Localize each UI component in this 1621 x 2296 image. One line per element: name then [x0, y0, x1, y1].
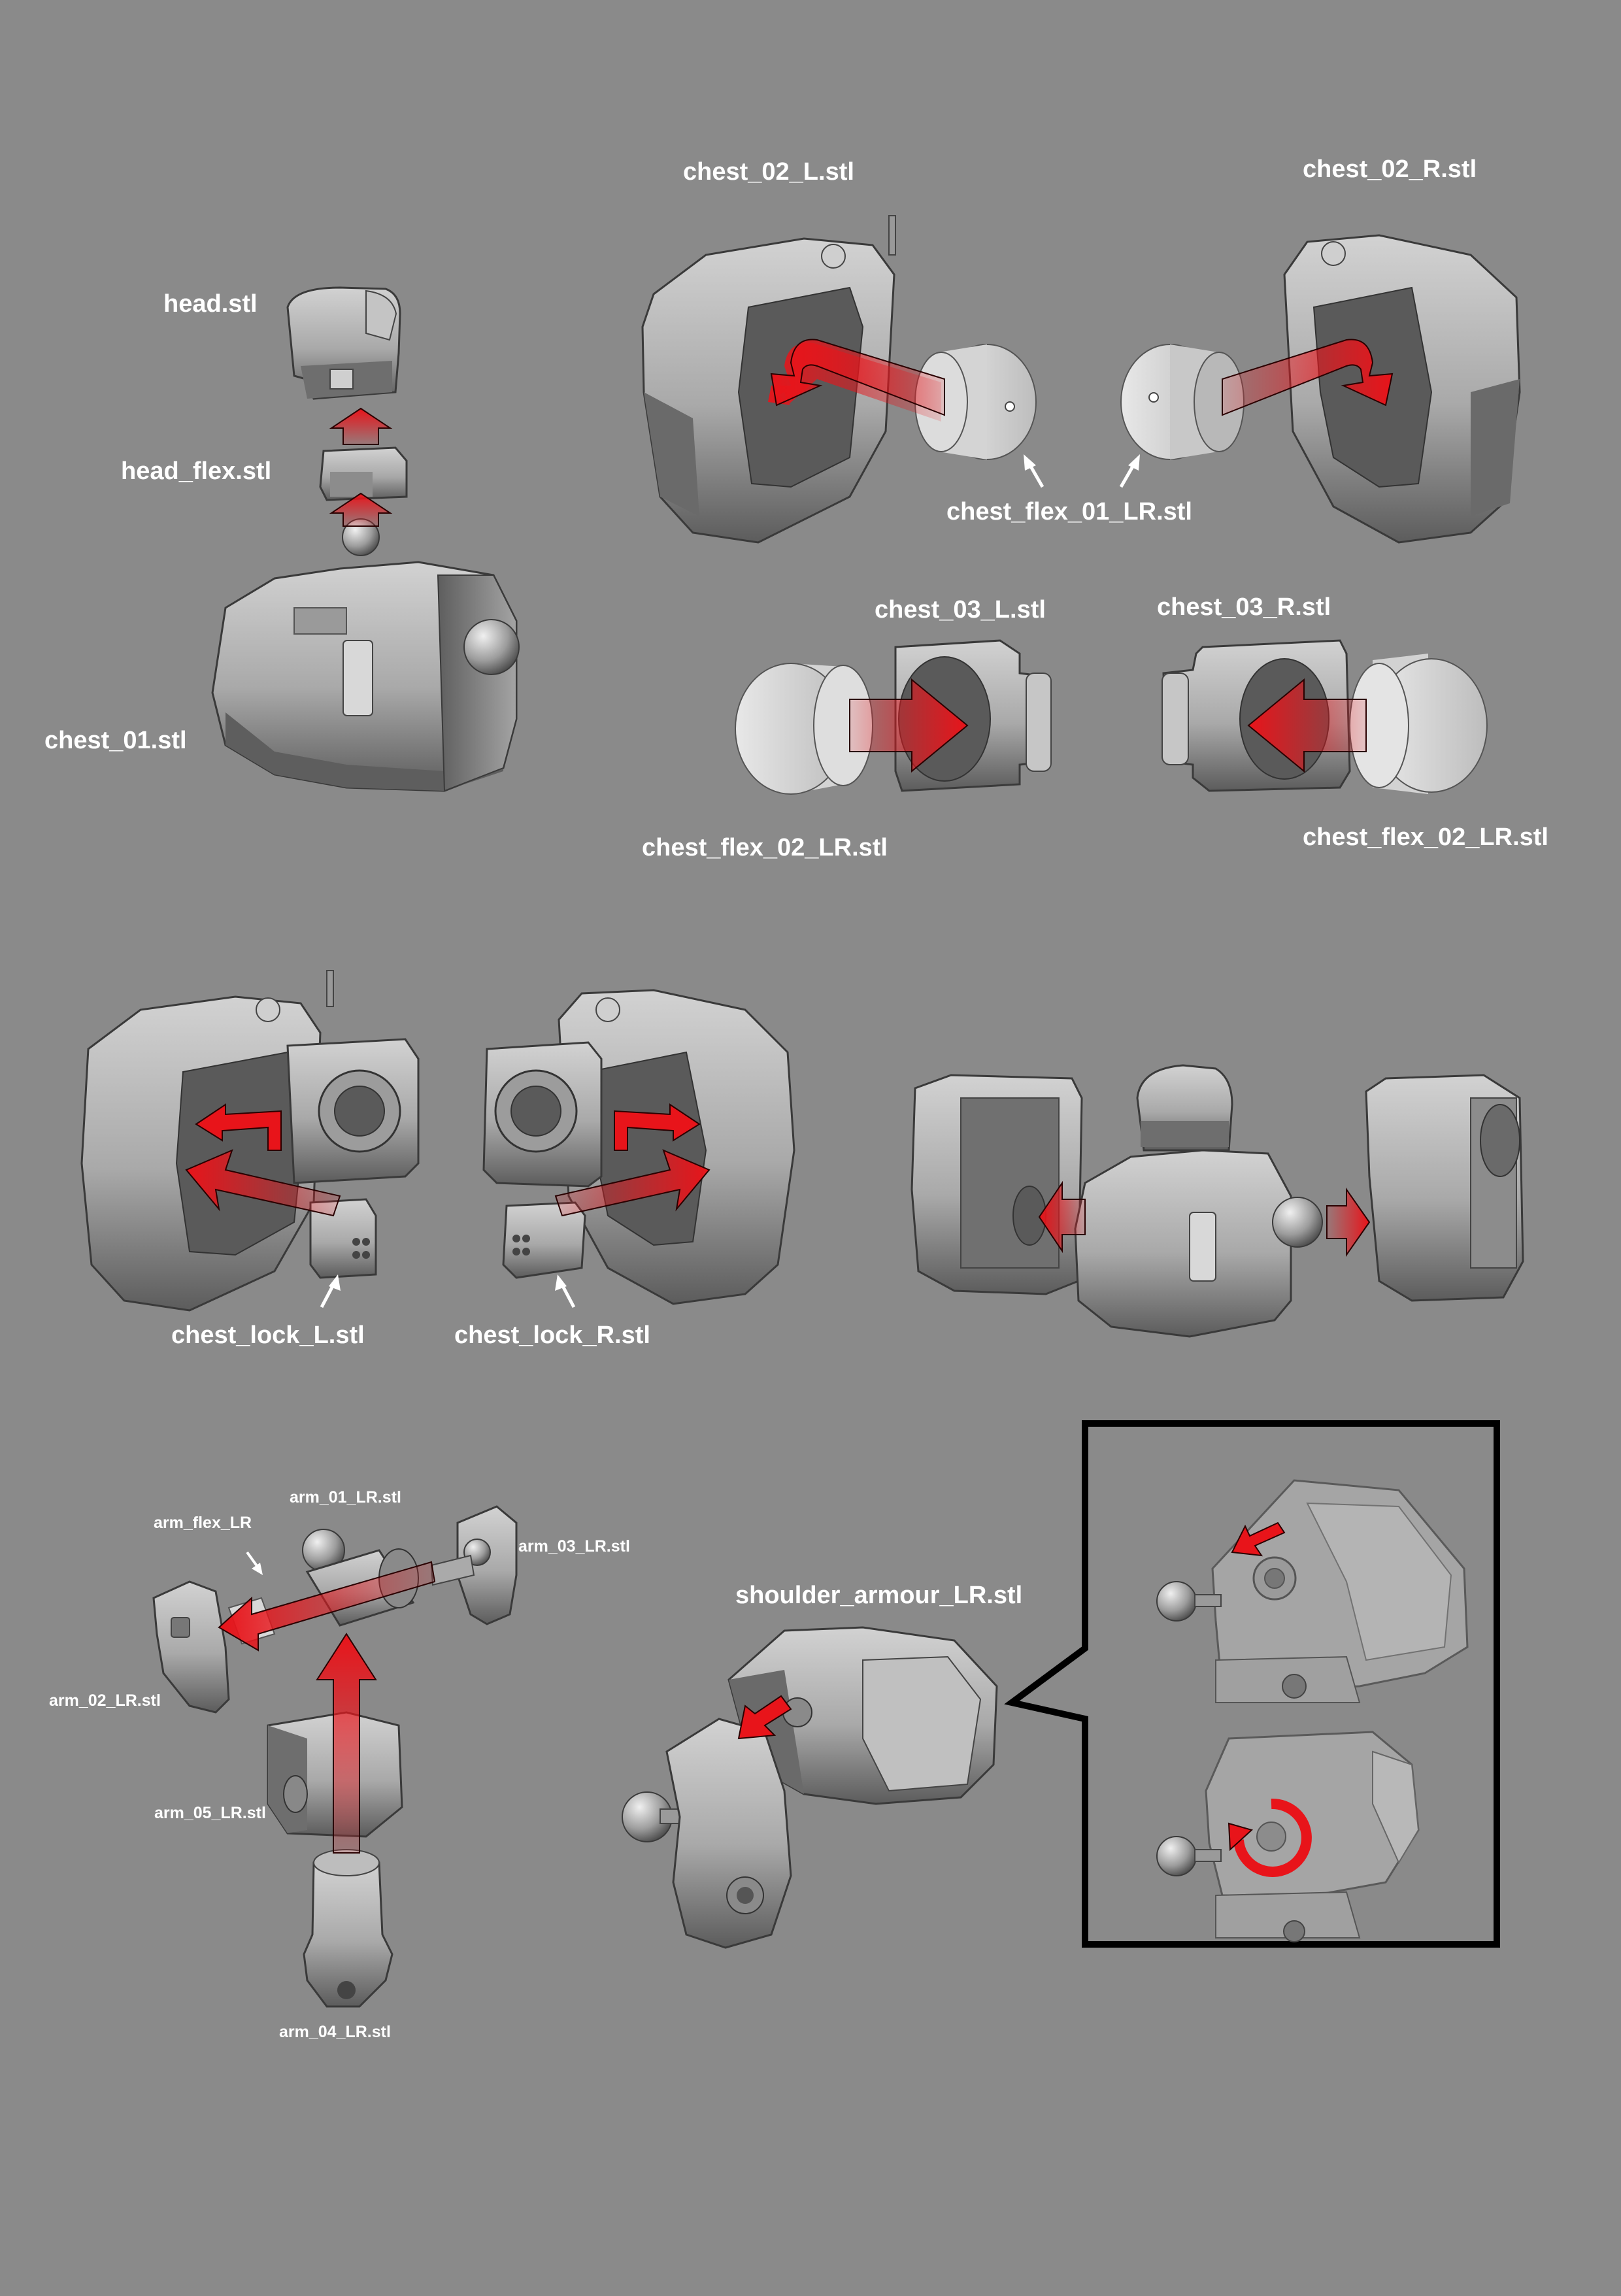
head-part — [286, 286, 401, 400]
chest-flex-01-R-disc — [1120, 344, 1245, 460]
label-chest-lock-L: chest_lock_L.stl — [171, 1322, 365, 1349]
chest-flex-02-R-disc — [1349, 654, 1488, 794]
arrow-assemble-left — [1038, 1180, 1086, 1254]
label-chest-03-R: chest_03_R.stl — [1157, 593, 1331, 621]
pointer-arm-flex — [246, 1551, 263, 1575]
side-chest-R-part — [1365, 1074, 1524, 1302]
arm-05-part — [267, 1711, 403, 1838]
label-head: head.stl — [163, 290, 258, 318]
callout-detail-bottom — [1156, 1731, 1420, 1942]
assembled-chest-part — [1074, 1064, 1323, 1338]
callout-rotate-arrow — [1228, 1798, 1312, 1877]
label-chest-flex-01: chest_flex_01_LR.stl — [946, 498, 1192, 525]
arrow-shoulder-armour — [737, 1695, 792, 1740]
chest-01-part — [211, 518, 520, 792]
label-chest-lock-R: chest_lock_R.stl — [454, 1322, 650, 1349]
head-flex-part — [319, 446, 408, 501]
pointer-flex-01-left — [1024, 454, 1044, 488]
label-shoulder-armour: shoulder_armour_LR.stl — [735, 1582, 1023, 1609]
label-arm-01: arm_01_LR.stl — [290, 1488, 401, 1506]
chest-R-with-lock-part — [482, 989, 795, 1305]
chest-L-with-lock-part — [80, 970, 420, 1312]
shoulder-joint-part — [622, 1718, 792, 1949]
arrow-arm-vertical — [316, 1633, 377, 1854]
chest-lock-L-block — [309, 1198, 377, 1279]
arrow-assemble-right — [1326, 1187, 1371, 1257]
label-chest-02-L: chest_02_L.stl — [683, 158, 854, 186]
arrow-chest-flex-01-L — [768, 339, 945, 422]
label-chest-03-L: chest_03_L.stl — [875, 596, 1046, 624]
arrow-up-head — [329, 407, 393, 445]
arrow-arm-horizontal — [218, 1561, 436, 1652]
side-chest-L-part — [911, 1074, 1083, 1295]
arm-02-part — [152, 1580, 230, 1714]
arm-03-part — [430, 1505, 518, 1625]
label-arm-03: arm_03_LR.stl — [518, 1537, 630, 1556]
pointer-flex-01-right — [1119, 454, 1140, 488]
arrow-chest-flex-01-R — [1222, 339, 1394, 416]
label-arm-flex: arm_flex_LR — [154, 1514, 252, 1532]
arrow-up-flex — [329, 492, 393, 527]
label-chest-flex-02-left: chest_flex_02_LR.stl — [642, 834, 888, 861]
pointer-chest-lock-L — [320, 1274, 341, 1308]
label-chest-flex-02-right: chest_flex_02_LR.stl — [1303, 824, 1548, 851]
label-arm-04: arm_04_LR.stl — [279, 2023, 391, 2041]
label-chest-01: chest_01.stl — [44, 727, 187, 754]
arrow-chest-lock-R — [554, 1103, 710, 1217]
arrow-chest-flex-02-L — [849, 678, 969, 773]
label-arm-02: arm_02_LR.stl — [49, 1691, 161, 1710]
arrow-chest-flex-02-R — [1247, 678, 1367, 773]
label-arm-05: arm_05_LR.stl — [154, 1804, 266, 1822]
label-head-flex: head_flex.stl — [121, 458, 272, 485]
callout-arrow-slide — [1231, 1522, 1286, 1557]
chest-02-L-part — [641, 215, 896, 544]
arrow-chest-lock-L — [185, 1103, 341, 1217]
label-chest-02-R: chest_02_R.stl — [1303, 156, 1477, 183]
pointer-chest-lock-R — [555, 1274, 576, 1308]
arm-04-part — [303, 1849, 393, 2008]
chest-02-R-part — [1283, 234, 1521, 544]
